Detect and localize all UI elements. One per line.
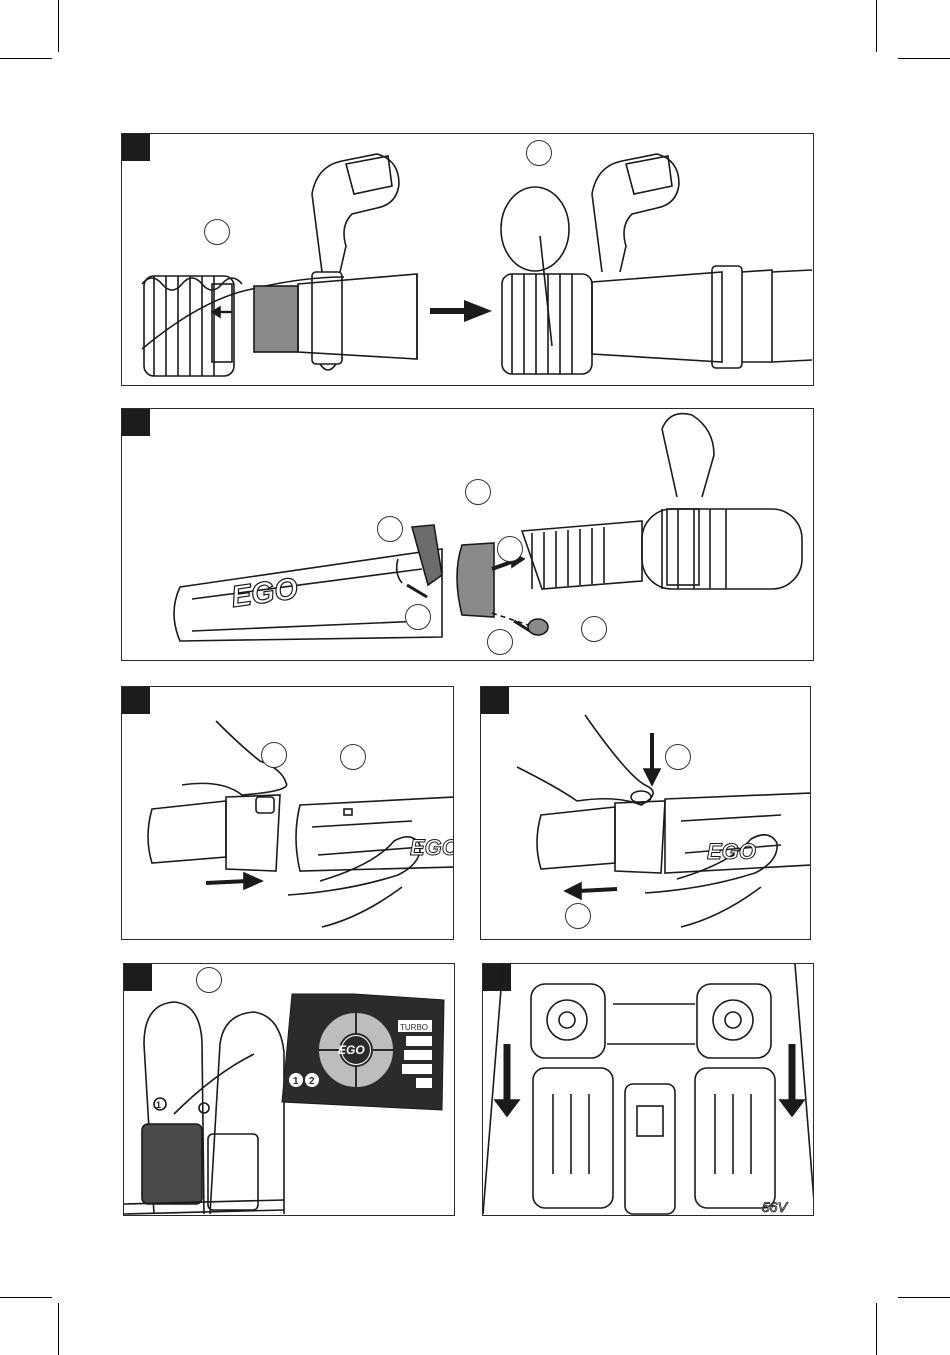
callout-circle	[565, 903, 591, 929]
callout-circle	[487, 629, 513, 655]
callout-circle	[340, 744, 366, 770]
turbo-label: TURBO	[400, 1023, 428, 1032]
crop-mark-bl-h	[0, 1297, 52, 1298]
callout-circle	[261, 742, 287, 768]
nozzle-tip-release-illustration: EGO	[481, 687, 811, 940]
crop-mark-br-v	[876, 1303, 877, 1355]
crop-mark-tr-h	[898, 58, 950, 59]
figure-panel-c: EGO	[121, 686, 454, 940]
figure-panel-a	[121, 133, 814, 386]
crop-mark-br-h	[898, 1297, 950, 1298]
callout-circle	[581, 616, 607, 642]
callout-circle	[665, 744, 691, 770]
figure-panel-e: 1 TURBO EGO 1 2	[123, 963, 455, 1216]
crop-mark-tl-v	[58, 0, 59, 52]
nozzle-logo-text: EGO	[707, 839, 756, 864]
tube-assembly-illustration	[122, 134, 814, 386]
battery-1-label: 1	[293, 1076, 299, 1087]
control-panel: TURBO EGO 1 2	[282, 994, 444, 1110]
battery-insertion-illustration: 56V	[483, 964, 814, 1216]
callout-circle	[526, 140, 552, 166]
callout-circle	[196, 967, 222, 993]
panel-logo-text: EGO	[338, 1043, 365, 1057]
callout-circle	[465, 479, 491, 505]
backpack-illustration: 1 TURBO EGO 1 2	[124, 964, 455, 1216]
battery-2-label: 2	[309, 1076, 315, 1087]
battery-voltage-label: 56V	[762, 1199, 789, 1215]
nozzle-assembly-illustration: EGO	[122, 409, 814, 661]
figure-panel-f: 56V	[482, 963, 814, 1216]
callout-circle	[405, 604, 431, 630]
crop-mark-tr-v	[876, 0, 877, 52]
callout-circle	[497, 536, 523, 562]
callout-circle	[204, 219, 230, 245]
figure-panel-b: EGO	[121, 408, 814, 661]
callout-circle	[377, 516, 403, 542]
nozzle-logo-text: EGO	[410, 835, 454, 860]
crop-mark-bl-v	[58, 1303, 59, 1355]
crop-mark-tl-h	[0, 58, 52, 59]
figure-panel-d: EGO	[480, 686, 811, 940]
nozzle-tip-removal-illustration: EGO	[122, 687, 454, 940]
backpack-marker-text: 1	[156, 1100, 161, 1110]
